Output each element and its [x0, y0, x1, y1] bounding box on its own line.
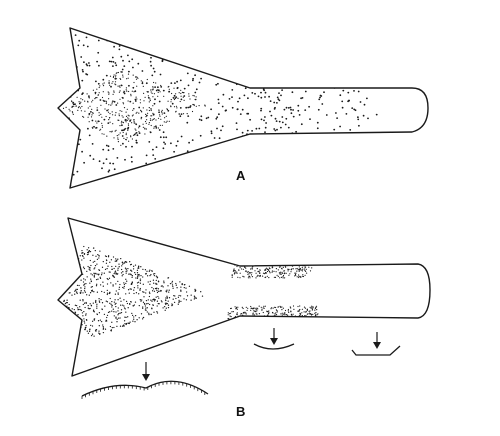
panel-a-outline — [57, 27, 429, 189]
cross-section-left — [81, 362, 209, 399]
panel-a-label: A — [236, 168, 246, 183]
panel-a: A — [57, 27, 429, 189]
panel-b-outline — [57, 217, 431, 377]
panel-b-label: B — [236, 404, 245, 419]
panel-b: B — [57, 217, 431, 419]
cross-section-right — [351, 332, 401, 356]
cross-section-middle — [253, 328, 295, 350]
panel-b-stipple — [63, 245, 319, 337]
